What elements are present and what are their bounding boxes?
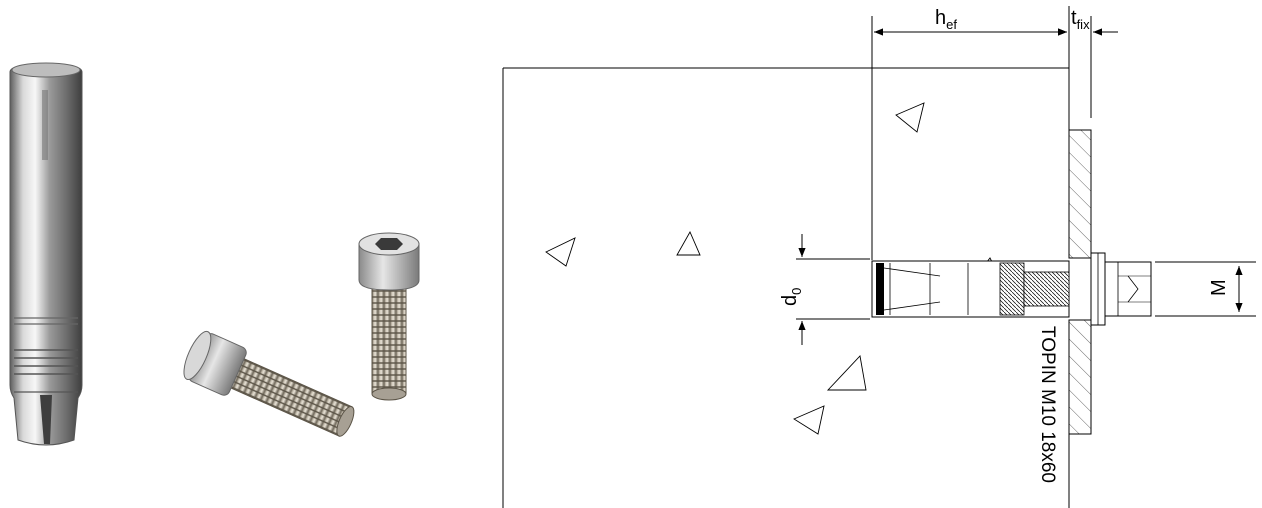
dimension-d0: d0 bbox=[779, 234, 870, 345]
tfix-label: tfix bbox=[1071, 7, 1090, 32]
hef-label: hef bbox=[935, 7, 957, 32]
m-label: M bbox=[1208, 279, 1230, 296]
anchor-technical-drawing: hef tfix d0 M TOPIN M10 18x60 bbox=[502, 6, 1256, 508]
product-label: TOPIN M10 18x60 bbox=[1037, 326, 1058, 483]
dimension-tfix: tfix bbox=[1056, 7, 1118, 118]
expansion-sleeve bbox=[9, 62, 83, 446]
fixture-plate bbox=[1068, 129, 1092, 435]
product-photo bbox=[9, 62, 420, 446]
anchor-assembly bbox=[871, 252, 1152, 326]
d0-label: d0 bbox=[779, 288, 804, 306]
socket-head-cap-screw-lying bbox=[183, 330, 355, 437]
dimension-hef: hef bbox=[871, 6, 1070, 260]
dimension-m: M bbox=[1155, 261, 1256, 317]
concrete-aggregate-marks bbox=[545, 102, 1000, 435]
socket-head-cap-screw-standing bbox=[358, 232, 420, 401]
